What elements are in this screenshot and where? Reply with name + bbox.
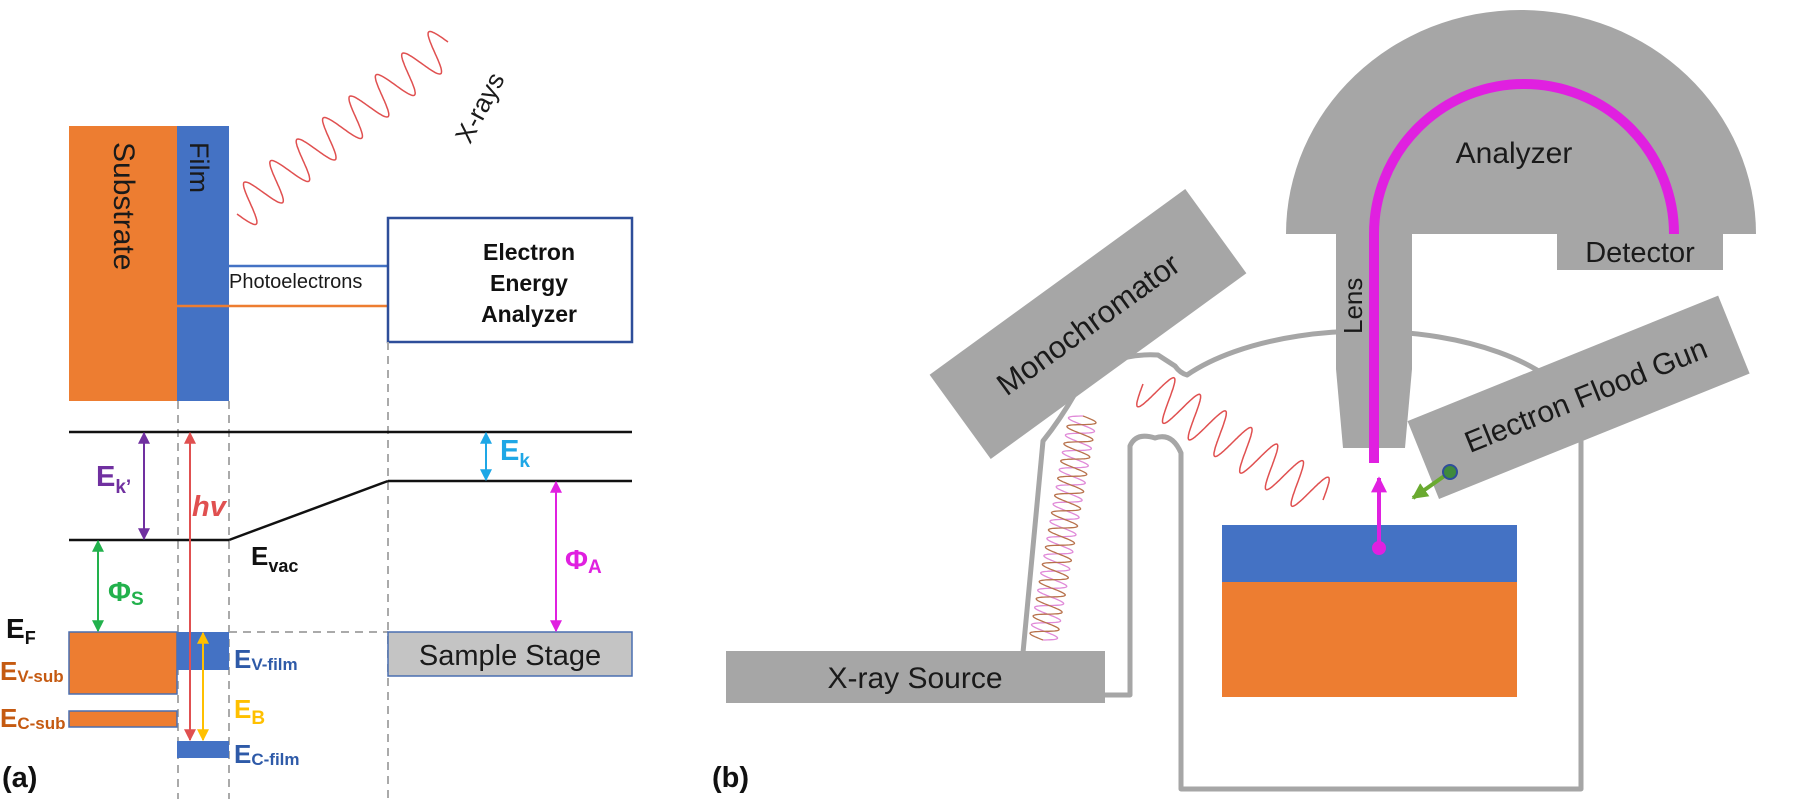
vacuum-level-slope <box>228 479 389 542</box>
film-conduction-band <box>177 741 229 758</box>
photoelectron-origin-dot <box>1372 541 1386 555</box>
lens-label: Lens <box>1338 278 1368 334</box>
phi-s-label: ΦS <box>108 576 144 610</box>
xray-wave <box>236 30 449 226</box>
analyzer-line-2: Energy <box>490 270 568 296</box>
substrate-conduction-band <box>68 710 178 728</box>
detector-label: Detector <box>1585 237 1695 269</box>
photoelectrons-label: Photoelectrons <box>229 271 362 293</box>
panel-b: Analyzer Detector Lens Monochromator Ele… <box>712 10 1756 794</box>
xrays-label: X-rays <box>449 67 511 147</box>
ev-film-label: EV-film <box>234 644 298 674</box>
ev-sub-label: EV-sub <box>0 656 64 686</box>
substrate-valence-band <box>68 631 178 695</box>
ek-label: Ek <box>500 435 530 472</box>
xray-source-label: X-ray Source <box>827 662 1002 695</box>
ec-sub-label: EC-sub <box>0 703 66 733</box>
detector-box <box>1557 234 1723 270</box>
dashed-guides <box>177 342 389 799</box>
ek-prime-label: Ek’ <box>96 461 131 498</box>
sample-stage <box>387 631 633 677</box>
phi-a-label: ΦA <box>565 544 602 578</box>
electron-energy-analyzer-box <box>386 216 634 344</box>
analyzer-line-1: Electron <box>483 239 575 265</box>
electron-trajectory <box>1369 79 1679 463</box>
panel-a: Substrate Film X-rays Photoelectrons e- … <box>0 30 634 799</box>
analyzer-label: Analyzer <box>1456 137 1573 170</box>
panel-b-tag: (b) <box>712 762 749 794</box>
analyzer-line-3: Analyzer <box>481 301 577 327</box>
ec-film-label: EC-film <box>234 739 300 769</box>
substrate-label: Substrate <box>107 142 140 270</box>
xray-beam-from-source-brown <box>1029 415 1097 641</box>
analyzer-dome <box>1286 10 1756 234</box>
panel-a-tag: (a) <box>2 762 37 794</box>
flood-gun-emitter-dot <box>1442 464 1458 480</box>
hv-label: hv <box>192 491 228 523</box>
sample-substrate-layer <box>1222 582 1517 697</box>
xray-beam-to-sample <box>1136 376 1330 508</box>
film-block <box>177 126 229 401</box>
xray-source-box <box>726 651 1105 703</box>
ef-label: EF <box>6 613 36 648</box>
film-label: Film <box>184 142 214 193</box>
eb-label: EB <box>234 694 265 729</box>
sample-film-layer <box>1222 525 1517 582</box>
sample-stage-label: Sample Stage <box>419 640 601 672</box>
evac-label: Evac <box>251 541 298 576</box>
substrate-block <box>69 126 177 401</box>
